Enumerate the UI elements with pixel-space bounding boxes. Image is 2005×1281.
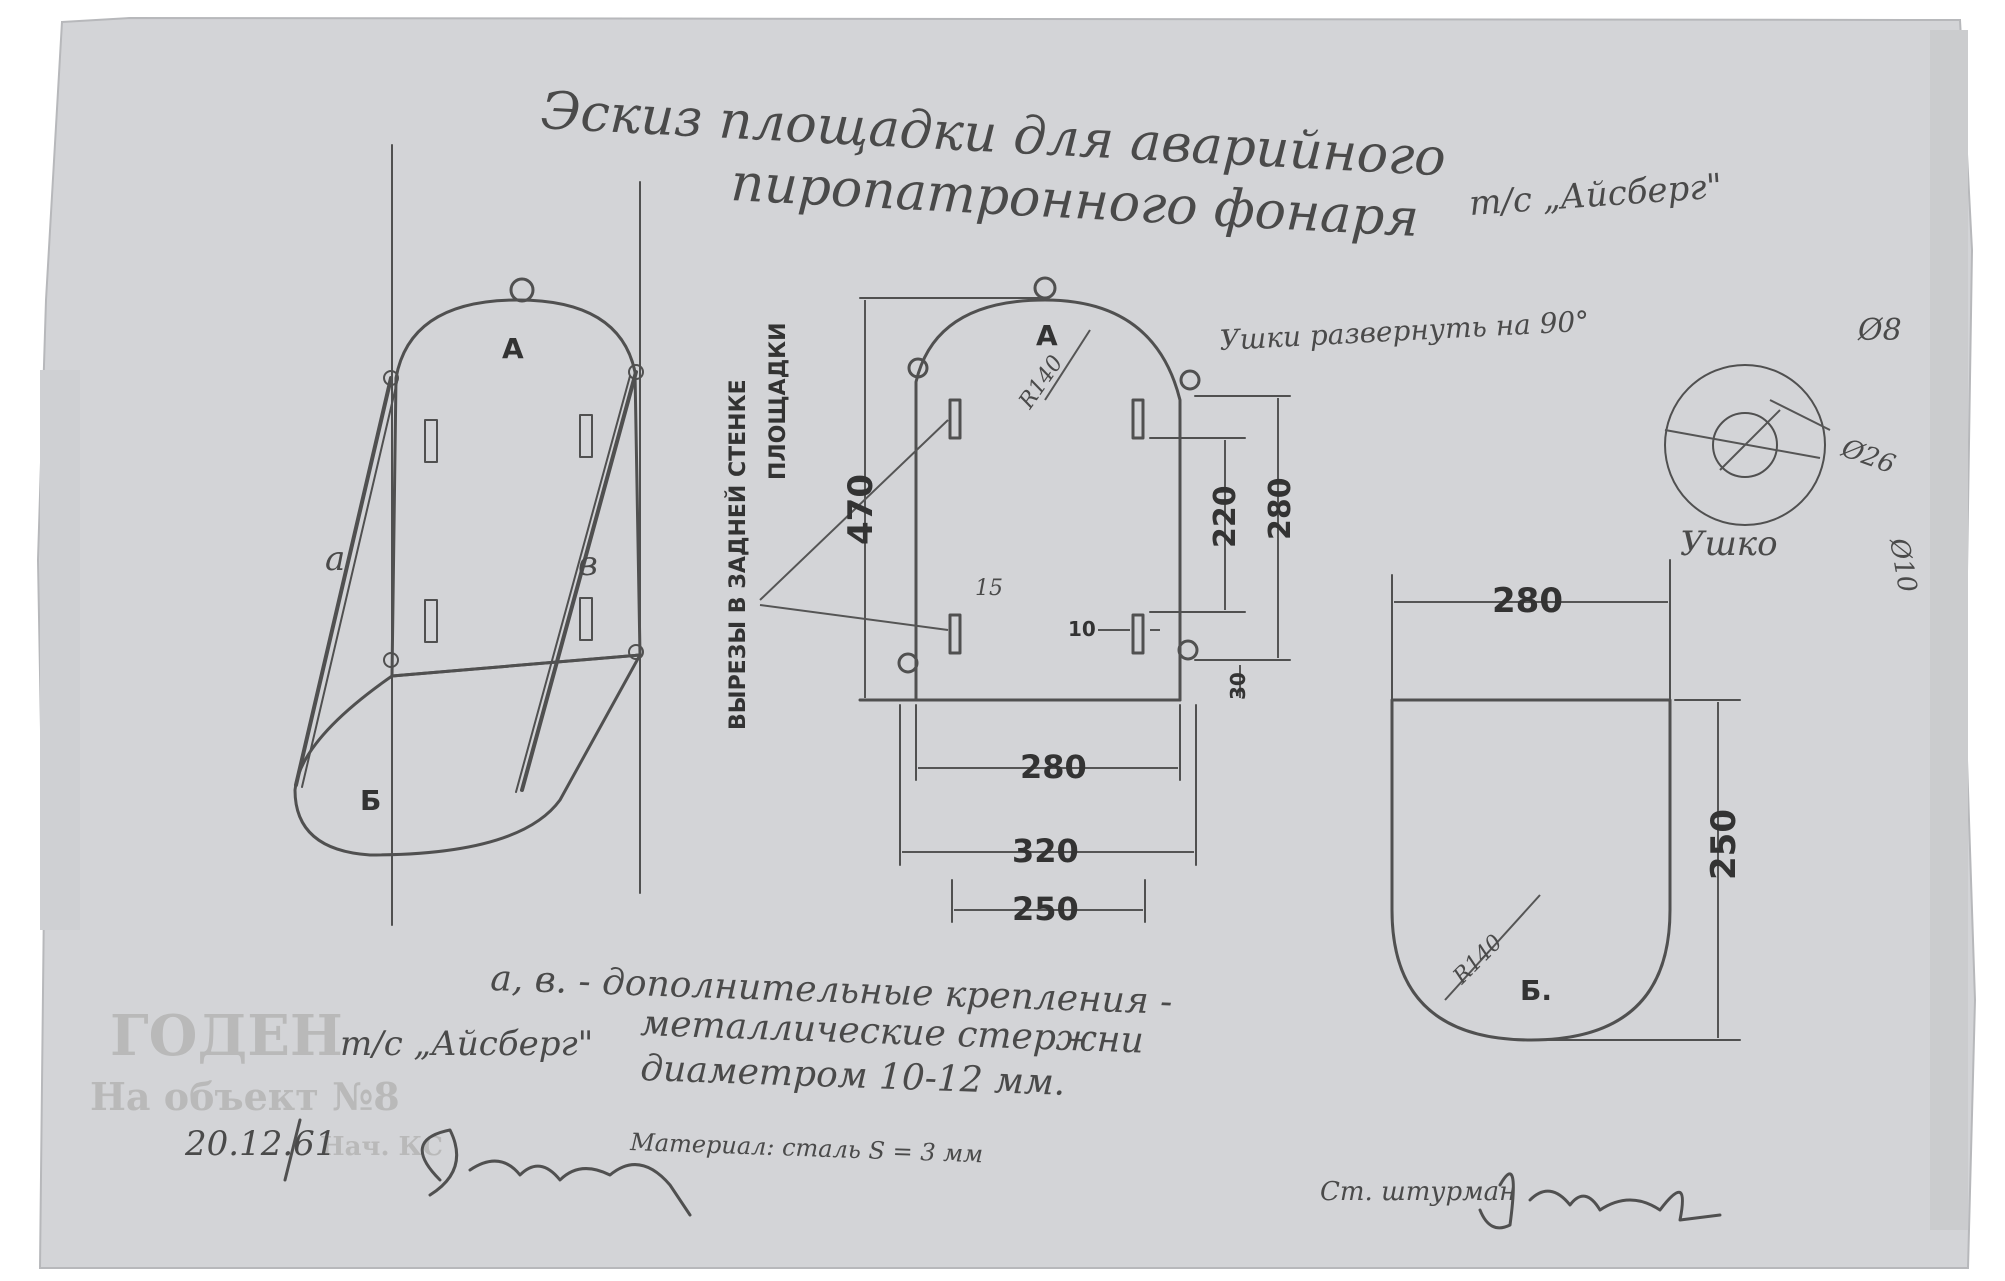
eye-inner-circle — [1712, 412, 1778, 478]
label-B-perspective: Б — [360, 784, 381, 817]
platform-width-280: 280 — [1492, 581, 1563, 621]
platform-depth-250: 250 — [1704, 809, 1744, 880]
label-a-rod: а — [325, 539, 345, 579]
label-A-back: А — [1036, 319, 1058, 352]
back-wall-outline — [914, 298, 1182, 702]
cutouts-note-line2: ПЛОЩАДКИ — [766, 322, 791, 480]
senior-navigator-label: Ст. штурман — [1320, 1177, 1516, 1207]
platform-perspective — [293, 653, 642, 857]
stamp-date: 20.12.61 — [184, 1124, 336, 1164]
cut-size-label: 15 — [975, 576, 1003, 601]
cutouts-note-line1: ВЫРЕЗЫ В ЗАДНЕЙ СТЕНКЕ — [725, 379, 751, 730]
paper-strip-right — [1930, 30, 1968, 1230]
label-v-rod: в — [578, 544, 598, 584]
dim-bottom-30: 30 — [1226, 672, 1250, 700]
platform-label: Б. — [1520, 974, 1552, 1007]
dim-width-280: 280 — [1020, 748, 1087, 786]
back-wall-perspective — [390, 298, 642, 678]
perspective-view: А Б а в — [293, 144, 644, 926]
paper-strip-left — [40, 370, 80, 930]
eye-label: Ушко — [1680, 524, 1778, 564]
vessel-note-bottom: т/с „Айсберг" — [340, 1024, 593, 1064]
dim-cut-spacing-220: 220 — [1208, 485, 1243, 548]
label-A-perspective: А — [502, 332, 524, 365]
dim-width-320: 320 — [1012, 832, 1079, 870]
signature-left — [420, 1128, 692, 1217]
stamp-line-1: ГОДЕН — [110, 1003, 343, 1069]
eye-diameter-8: Ø8 — [1857, 313, 1902, 348]
back-wall-view: А R140 ВЫРЕЗЫ В ЗАДНЕЙ СТЕНКЕ ПЛОЩАДКИ 1… — [725, 276, 1298, 928]
dim-cut-width-10: 10 — [1068, 617, 1096, 641]
dim-eye-spacing-280: 280 — [1263, 477, 1298, 540]
paper-background — [36, 16, 1977, 1269]
platform-outline — [1390, 698, 1672, 1042]
stamp-line-2: На объект №8 — [90, 1074, 400, 1119]
dim-width-250: 250 — [1012, 890, 1079, 928]
dim-height-470: 470 — [841, 474, 881, 545]
signature-right — [1478, 1172, 1722, 1230]
eye-outer-circle — [1664, 364, 1826, 526]
approval-stamp: ГОДЕН На объект №8 Нач. КС — [90, 1003, 443, 1162]
